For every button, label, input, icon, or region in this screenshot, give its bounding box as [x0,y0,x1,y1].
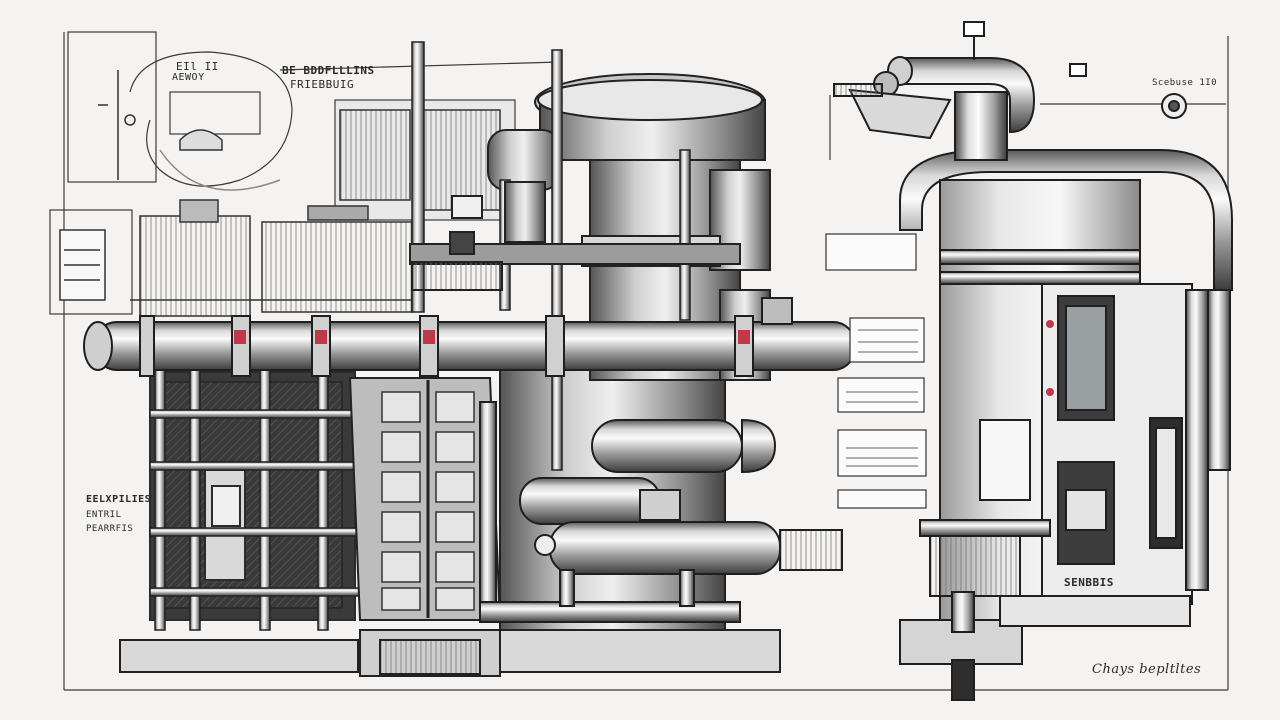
grid-tank [348,377,502,621]
annotation-boxes [825,233,927,509]
annotation-side-2: ENTRIL [86,510,122,520]
annotation-top-center-1: BE BDDFLLLINS [282,64,375,77]
artist-signature: Chays bepltltes [1092,662,1202,677]
column-machine [899,149,1233,701]
annotation-side-1: EELXPILIES [86,494,152,505]
nameplate-label: SENBBIS [1064,576,1114,589]
base-plinth [119,629,781,677]
annotation-topleft-1: EIl II [176,60,219,73]
annotation-topleft-2: AEWOY [172,72,205,83]
annotation-lines [846,329,918,467]
pump-assembly [479,401,843,623]
sketch-details [59,70,501,317]
annotation-side-3: PEARRFIS [86,524,134,534]
upper-platform [409,181,741,291]
annotation-top-right: Scebuse 1I0 [1152,78,1218,88]
elbow-pipe [833,21,1187,161]
annotation-top-center-2: FRIEBBUIG [290,78,355,91]
